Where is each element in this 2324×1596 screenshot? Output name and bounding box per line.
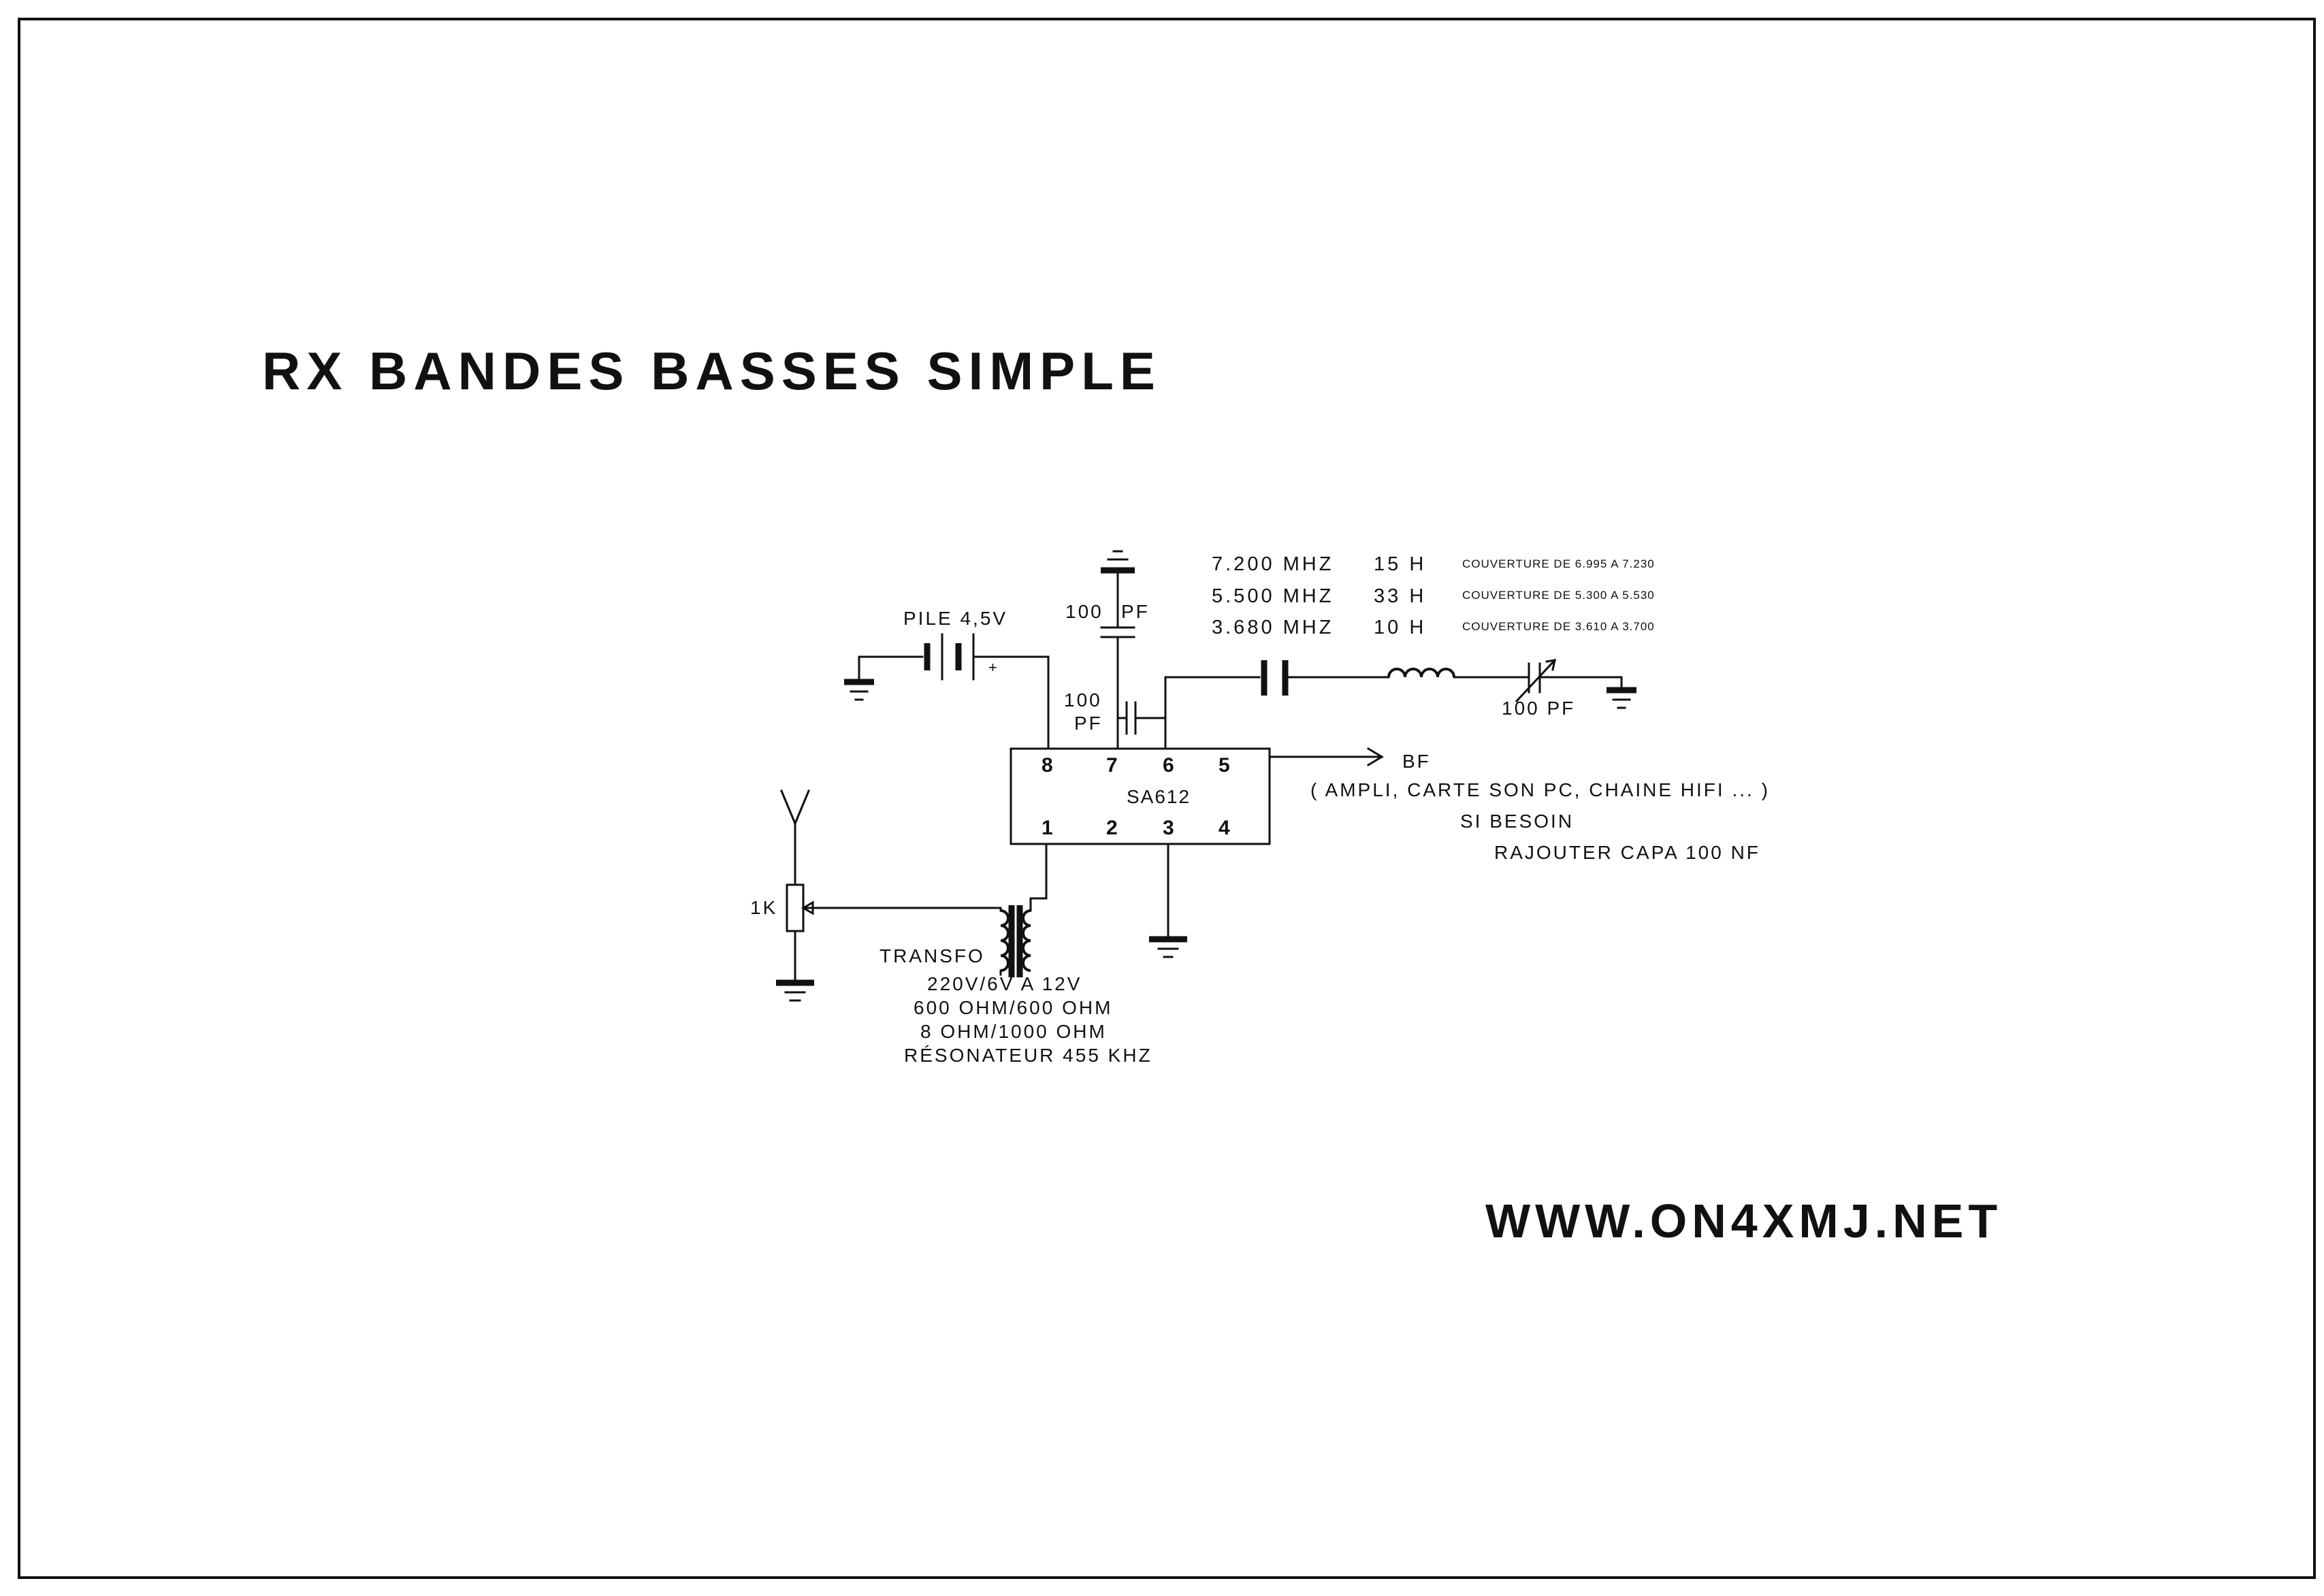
output-arrow [1268,747,1384,767]
ic-pin-7: 7 [1106,754,1118,777]
output-label: BF [1402,751,1431,772]
ic-pin-1: 1 [1042,817,1053,839]
tuning-freq-2: 5.500 MHZ [1212,585,1334,607]
ground-symbol-pot [776,979,814,1002]
ic-pin-5: 5 [1219,754,1230,777]
capacitor-pin7-ground [1100,550,1135,750]
tuning-table: 7.200 MHZ 15 H COUVERTURE DE 6.995 A 7.2… [1212,553,1655,638]
battery [858,633,1050,750]
antenna [780,789,810,886]
tuning-coverage-3: COUVERTURE DE 3.610 A 3.700 [1462,620,1655,633]
transformer-option-2: 600 OHM/600 OHM [914,997,1112,1018]
ic-pin-8: 8 [1042,754,1053,777]
page-border [18,18,2316,1579]
tuning-coverage-1: COUVERTURE DE 6.995 A 7.230 [1462,557,1655,570]
cap-variable-label: 100 PF [1502,698,1575,719]
ground-symbol-battery [844,679,874,701]
battery-plus: + [988,659,997,676]
transformer [999,843,1048,977]
ic-name: SA612 [1127,786,1191,807]
battery-label: PILE 4,5V [903,608,1007,629]
ic-sa612: SA612 8 7 6 5 1 2 3 4 [1010,747,1271,845]
output-destinations: ( AMPLI, CARTE SON PC, CHAINE HIFI ... ) [1310,779,1770,800]
cap-pin7-unit: PF [1121,601,1150,622]
transformer-option-4: RÉSONATEUR 455 KHZ [904,1045,1152,1066]
tuning-inductor-3: 10 H [1374,617,1426,638]
potentiometer-label: 1K [750,897,777,918]
ic-pin-3: 3 [1163,817,1174,839]
output-note-line1: SI BESOIN [1460,811,1574,832]
website-url: WWW.ON4XMJ.NET [1485,1194,2002,1248]
potentiometer [786,883,1002,983]
cap-pin76-unit: PF [1074,713,1103,734]
tuning-inductor-1: 15 H [1374,553,1426,575]
output-note-line2: RAJOUTER CAPA 100 NF [1494,842,1760,863]
ic-pin-6: 6 [1163,754,1174,777]
transformer-option-3: 8 OHM/1000 OHM [920,1021,1107,1042]
cap-pin76-value: 100 [1064,689,1102,711]
capacitor-pin7-pin6 [1116,701,1167,735]
ic-pin-4: 4 [1219,817,1230,839]
tuning-freq-1: 7.200 MHZ [1212,553,1334,575]
transformer-label: TRANSFO [879,945,985,966]
lc-tank [1164,658,1636,750]
diagram-title: RX BANDES BASSES SIMPLE [262,341,1161,401]
cap-pin7-value: 100 [1065,601,1103,622]
tuning-inductor-2: 33 H [1374,585,1426,607]
tuning-freq-3: 3.680 MHZ [1212,617,1334,638]
ic-pin-2: 2 [1106,817,1118,839]
tuning-coverage-2: COUVERTURE DE 5.300 A 5.530 [1462,589,1655,602]
ground-symbol-pin3 [1149,843,1187,958]
transformer-option-1: 220V/6V A 12V [927,973,1082,994]
